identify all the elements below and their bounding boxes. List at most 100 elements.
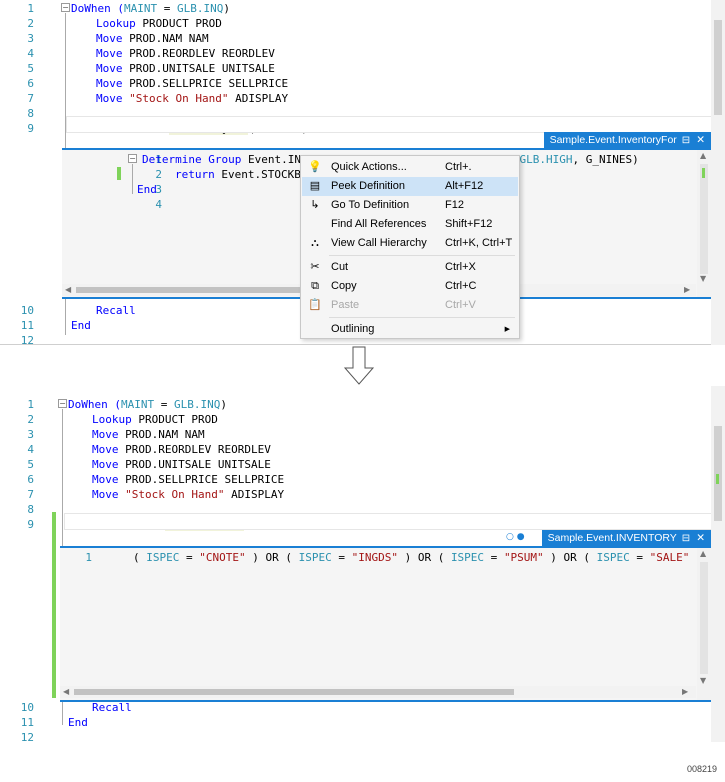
scroll-up-icon[interactable]: ▲ (700, 151, 707, 160)
code-token: ISPEC (596, 551, 630, 564)
line-number: 10 (20, 701, 34, 714)
menu-item-label: Cut (331, 261, 349, 273)
editor-vertical-scrollbar[interactable] (711, 386, 725, 742)
scroll-down-icon[interactable]: ▼ (700, 676, 707, 685)
menu-item-shortcut: F12 (445, 199, 464, 211)
menu-item-quick-actions[interactable]: 💡Quick Actions...Ctrl+. (302, 158, 518, 177)
pin-icon[interactable]: ⊟ (681, 135, 691, 146)
scroll-thumb[interactable] (700, 562, 708, 674)
code-text: Move PROD.SELLPRICE SELLPRICE (96, 76, 288, 91)
peek-nav-dots[interactable]: ○ ● (506, 532, 525, 542)
scroll-thumb[interactable] (76, 287, 516, 293)
code-text: Move PROD.REORDLEV REORDLEV (92, 442, 271, 457)
line-number: 7 (27, 488, 34, 501)
code-token: GLB.INQ (173, 398, 221, 411)
peek-tab[interactable]: Sample.Event.INVENTORY⊟✕ (541, 530, 711, 546)
code-text: Move "Stock On Hand" ADISPLAY (92, 487, 284, 502)
scroll-right-icon[interactable]: ▶ (682, 687, 689, 696)
code-token: ) OR ( (397, 551, 451, 564)
code-line[interactable]: 8 (0, 502, 725, 517)
menu-item-label: Paste (331, 299, 360, 311)
code-token: Recall (96, 304, 136, 317)
close-icon[interactable]: ✕ (696, 134, 705, 146)
peek-vertical-scrollbar[interactable]: ▲ ▼ (697, 548, 711, 700)
scroll-left-icon[interactable]: ◀ (65, 285, 72, 294)
code-line[interactable]: 8 (0, 106, 725, 121)
scroll-thumb[interactable] (714, 20, 722, 115)
scroll-thumb[interactable] (74, 689, 514, 695)
menu-item-outlining[interactable]: Outlining▶ (302, 320, 518, 339)
code-token: Move (96, 77, 130, 90)
scroll-right-icon[interactable]: ▶ (684, 285, 691, 294)
code-token: Recall (92, 701, 132, 714)
scroll-down-icon[interactable]: ▼ (700, 274, 707, 283)
code-line[interactable]: 2 return Event.STOCKBA (62, 167, 711, 182)
code-text: Move PROD.UNITSALE UNITSALE (92, 457, 271, 472)
collapse-toggle-icon[interactable]: − (61, 3, 70, 12)
pin-icon[interactable]: ⊟ (681, 533, 691, 544)
code-line[interactable]: 1( ISPEC = "CNOTE" ) OR ( ISPEC = "INGDS… (60, 550, 725, 565)
code-text: Recall (92, 700, 132, 715)
code-line[interactable]: 4 (62, 197, 711, 212)
code-line[interactable]: 10 Recall (0, 700, 725, 715)
code-line[interactable]: 12 (0, 730, 725, 745)
peek-tab[interactable]: Sample.Event.InventoryFor⊟✕ (543, 132, 711, 148)
code-token: return (175, 168, 222, 181)
code-token: MAINT (123, 2, 158, 15)
figure-id: 008219 (686, 764, 717, 774)
code-token: = (179, 551, 200, 564)
code-line[interactable]: 7 Move "Stock On Hand" ADISPLAY (0, 487, 725, 502)
editor-vertical-scrollbar[interactable] (711, 0, 725, 345)
close-icon[interactable]: ✕ (696, 532, 705, 544)
code-token: PROD.SELLPRICE SELLPRICE (125, 473, 285, 486)
collapse-toggle-icon[interactable]: − (128, 154, 137, 163)
code-token: ADISPLAY (224, 488, 285, 501)
outline-guide (132, 164, 133, 194)
collapse-toggle-icon[interactable]: − (58, 399, 67, 408)
code-text: return Event.STOCKBA (175, 167, 307, 182)
code-text: DoWhen (MAINT = GLB.INQ) (71, 1, 230, 16)
scroll-up-icon[interactable]: ▲ (700, 549, 707, 558)
menu-item-shortcut: Ctrl+K, Ctrl+T (445, 237, 513, 249)
peek-horizontal-scrollbar[interactable]: ◀ ▶ (60, 686, 696, 698)
menu-item-label: Copy (331, 280, 357, 292)
line-number: 2 (155, 168, 162, 181)
code-line[interactable]: 12 (0, 333, 725, 348)
scroll-left-icon[interactable]: ◀ (63, 687, 70, 696)
menu-item-shortcut: Ctrl+X (445, 261, 476, 273)
menu-item-label: Find All References (331, 218, 427, 230)
code-token: Move (96, 92, 130, 105)
scroll-thumb[interactable] (700, 164, 708, 274)
code-token: End (68, 716, 88, 729)
scroll-thumb[interactable] (714, 426, 722, 521)
change-marker (117, 167, 121, 180)
peek-vertical-scrollbar[interactable]: ▲ ▼ (697, 150, 711, 297)
line-number: 5 (27, 62, 34, 75)
